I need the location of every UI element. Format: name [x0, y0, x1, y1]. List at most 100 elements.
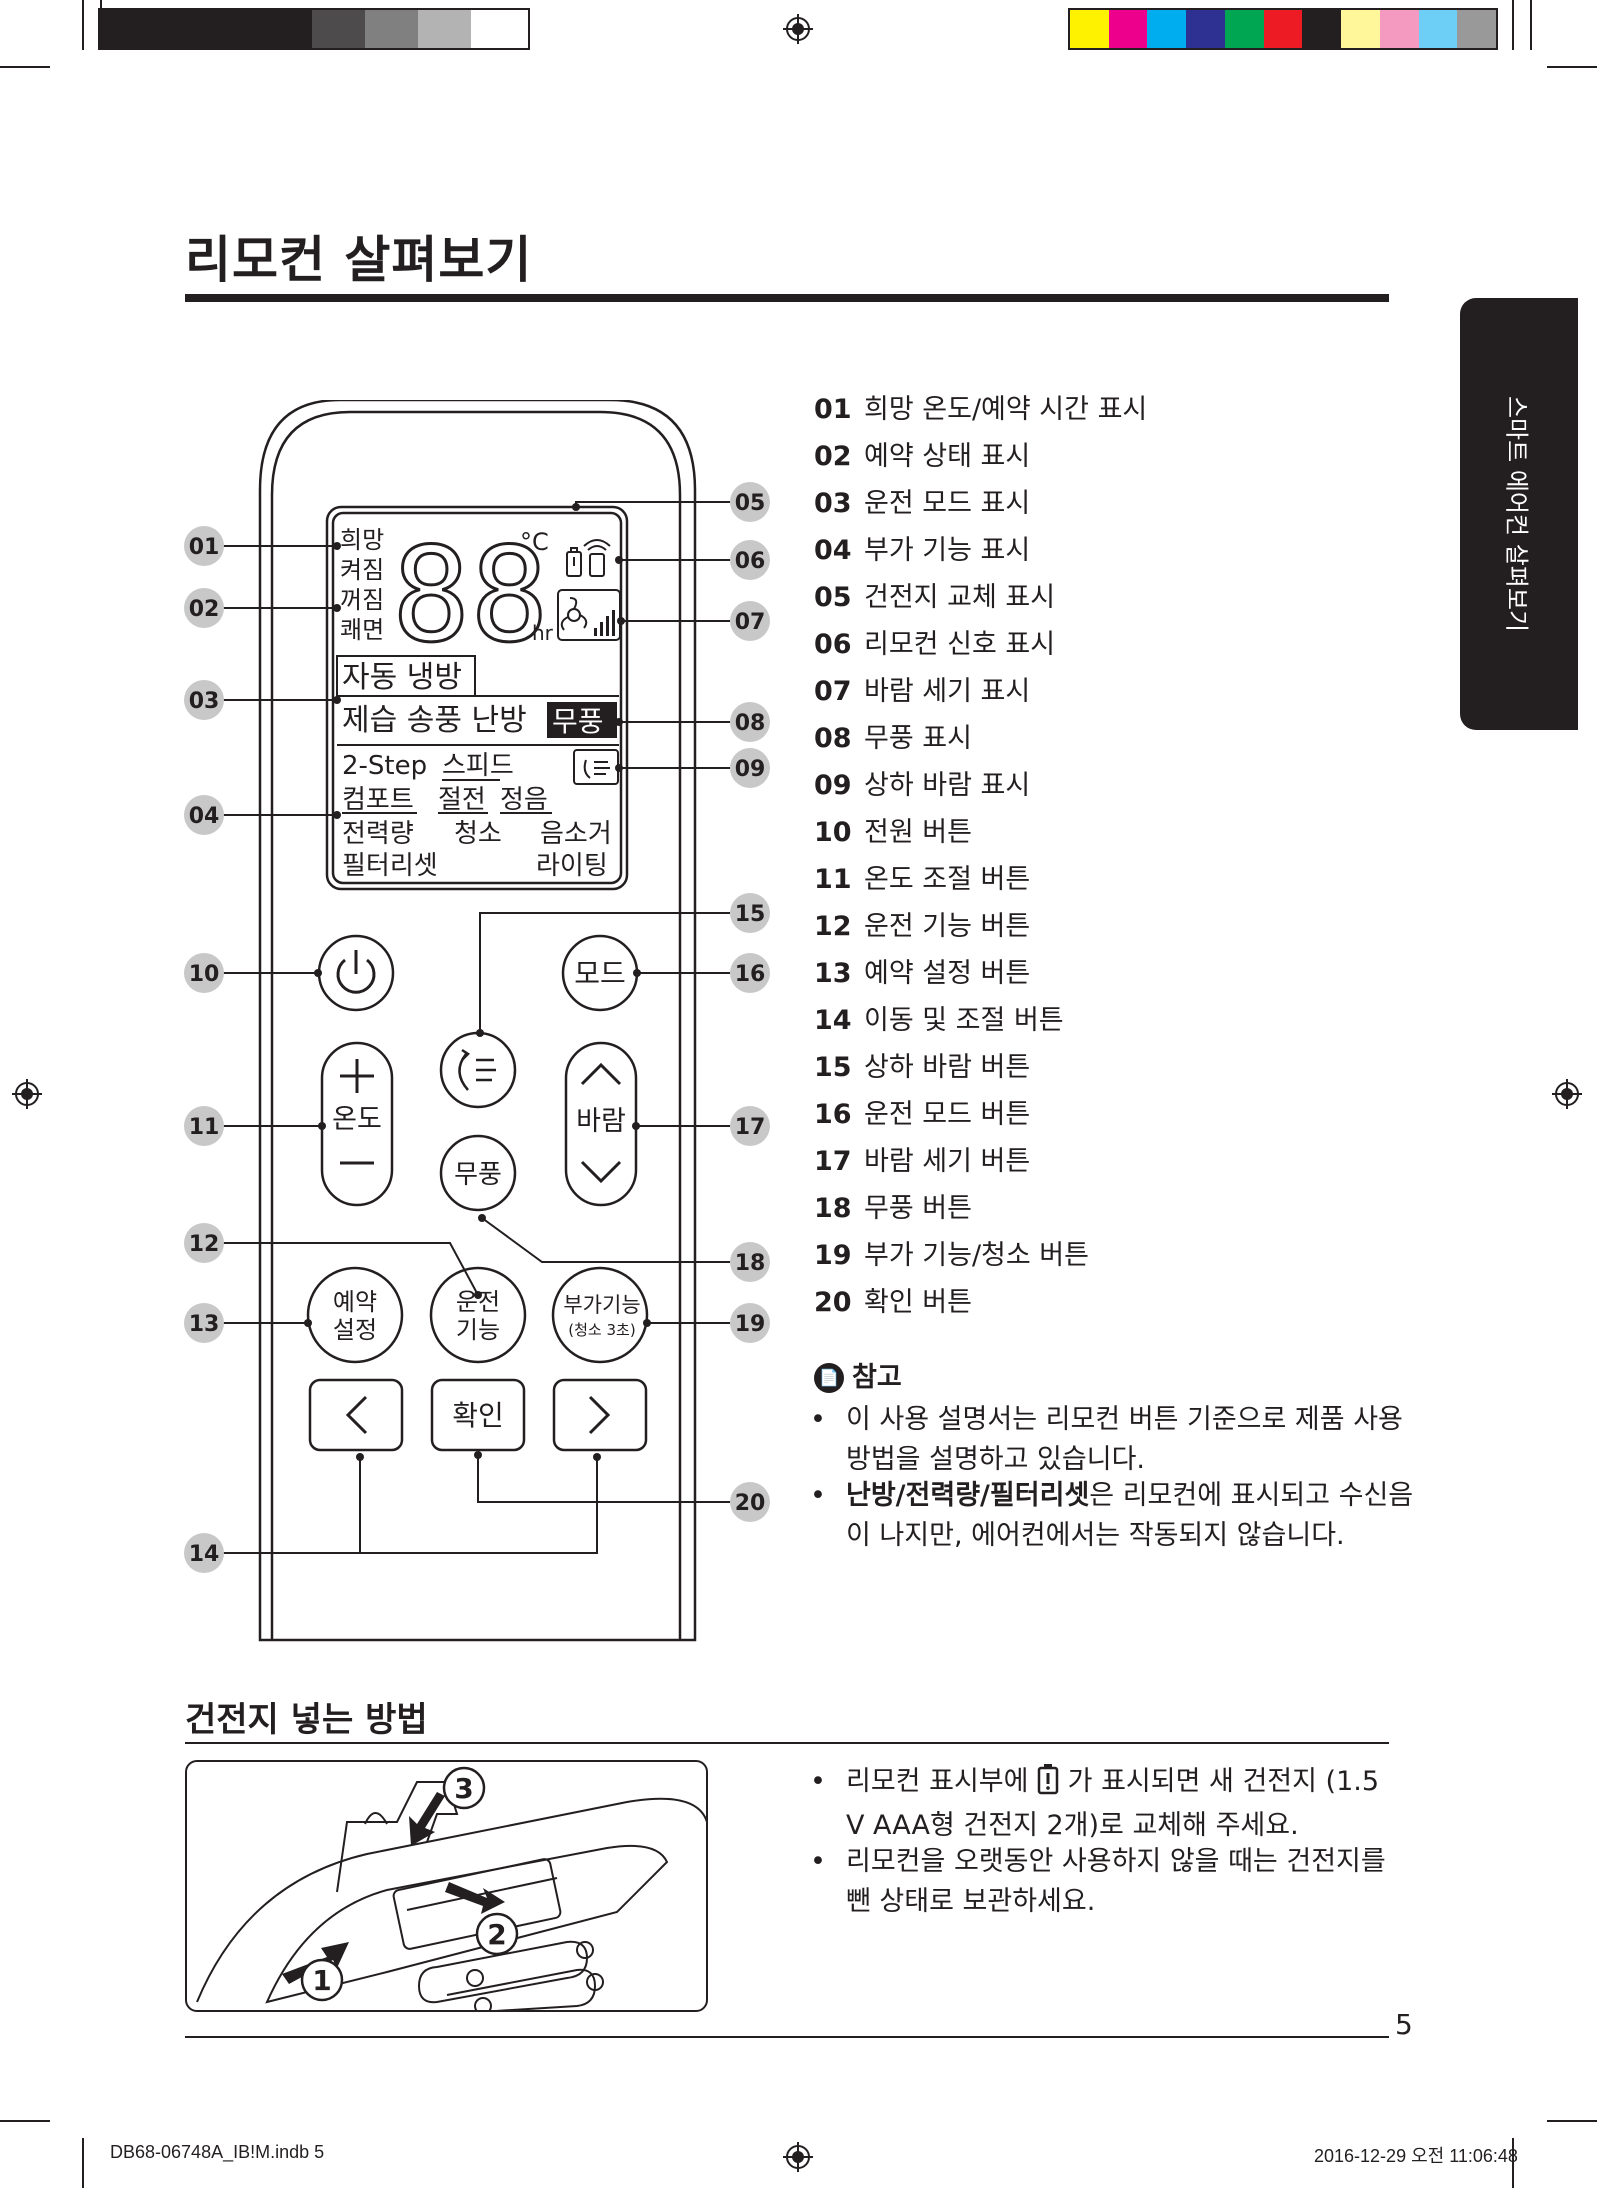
note-bullet-1: • 이 사용 설명서는 리모컨 버튼 기준으로 제품 사용 방법을 설명하고 있…	[810, 1400, 1426, 1480]
crop-mark	[1547, 2120, 1597, 2122]
color-swatch	[153, 10, 206, 48]
color-swatch	[259, 10, 312, 48]
function-button-line2[interactable]: 기능	[456, 1316, 500, 1344]
registration-mark-icon	[1552, 1079, 1582, 1109]
power-icon	[336, 950, 376, 994]
windfree-button-outline	[439, 1134, 517, 1212]
legend-text: 부가 기능 표시	[864, 535, 1031, 566]
extra-button-line2[interactable]: (청소 3초)	[568, 1321, 635, 1339]
legend-number: 04	[814, 535, 852, 566]
mode-row-auto-cool: 자동 냉방	[342, 660, 462, 695]
display-panel	[325, 505, 629, 891]
function-button-outline	[429, 1266, 527, 1364]
signal-indicator-icon	[583, 539, 611, 577]
callout-16: 16	[735, 962, 766, 987]
opt-2step: 2-Step	[342, 751, 427, 781]
legend-text: 부가 기능/청소 버튼	[864, 1240, 1089, 1271]
side-tab: 스마트 에어컨 살펴보기	[1460, 298, 1578, 730]
remote-control-diagram: 희망 켜짐 꺼짐 쾌면 88 °C hr 자동 냉방 제습 송풍 난방 무풍	[184, 400, 770, 1642]
battery-indicator-icon	[566, 547, 582, 577]
extra-button-outline	[551, 1266, 649, 1364]
callout-10: 10	[189, 962, 220, 987]
remote-body-outline	[258, 400, 697, 1642]
legend-number: 02	[814, 441, 852, 472]
status-hope: 희망	[340, 526, 384, 554]
battery-section-title: 건전지 넣는 방법	[185, 1700, 428, 1740]
extra-button-line1[interactable]: 부가기능	[563, 1293, 640, 1317]
crop-mark	[82, 2138, 84, 2188]
legend-text: 무풍 표시	[864, 723, 972, 754]
legend-number: 19	[814, 1240, 852, 1271]
bullet-icon: •	[810, 1766, 826, 1797]
legend-text: 상하 바람 버튼	[864, 1052, 1031, 1083]
registration-mark-icon	[12, 1079, 42, 1109]
bullet-icon: •	[810, 1846, 826, 1877]
legend-text: 운전 기능 버튼	[864, 911, 1031, 942]
legend-number: 15	[814, 1052, 852, 1083]
battery-bullet-2-text: 리모컨을 오랫동안 사용하지 않을 때는 건전지를 뺀 상태로 보관하세요.	[846, 1846, 1386, 1917]
note-bullet-1-text: 이 사용 설명서는 리모컨 버튼 기준으로 제품 사용 방법을 설명하고 있습니…	[846, 1404, 1403, 1475]
battery-bullet-2: • 리모컨을 오랫동안 사용하지 않을 때는 건전지를 뺀 상태로 보관하세요.	[810, 1842, 1406, 1922]
legend-number: 07	[814, 676, 852, 707]
legend-number: 13	[814, 958, 852, 989]
callout-13: 13	[189, 1312, 220, 1337]
reserve-button-line2[interactable]: 설정	[333, 1316, 377, 1344]
battery-insertion-drawing: 1 2 3	[196, 1766, 706, 2010]
callout-14: 14	[189, 1542, 220, 1567]
chevron-up-icon	[580, 1062, 622, 1086]
confirm-button[interactable]: 확인	[452, 1399, 504, 1432]
battery-rule	[185, 1742, 1389, 1744]
color-swatch	[1147, 10, 1187, 48]
color-swatch	[206, 10, 259, 48]
mode-button[interactable]: 모드	[574, 957, 626, 990]
legend-text: 운전 모드 버튼	[864, 1099, 1031, 1130]
footer-rule	[185, 2036, 1389, 2038]
note-bullet-2-text: 은 리모컨에 표시되고 수신음이 나지만, 에어컨에서는 작동되지 않습니다.	[846, 1480, 1414, 1551]
legend-text: 바람 세기 표시	[864, 676, 1031, 707]
color-swatch	[1418, 10, 1458, 48]
note-bullet-2-bold: 난방/전력량/필터리셋	[846, 1480, 1090, 1511]
color-swatch	[312, 10, 365, 48]
callout-15: 15	[735, 902, 766, 927]
note-heading-label: 참고	[852, 1362, 902, 1393]
callout-05: 05	[735, 491, 766, 516]
callout-07: 07	[735, 610, 766, 635]
footer-timestamp: 2016-12-29 오전 11:06:48	[1314, 2146, 1518, 2166]
legend-item: 04 부가 기능 표시	[814, 533, 1030, 569]
note-heading: 📄 참고	[814, 1360, 902, 1396]
callout-19: 19	[735, 1312, 766, 1337]
color-swatch	[100, 10, 153, 48]
color-swatch	[1341, 10, 1380, 48]
temp-button[interactable]: 온도	[332, 1104, 382, 1135]
mode-row-dry-fan-heat: 제습 송풍 난방	[342, 703, 527, 738]
status-off: 꺼짐	[340, 586, 384, 614]
legend-text: 바람 세기 버튼	[864, 1146, 1031, 1177]
reserve-button-line1[interactable]: 예약	[333, 1288, 377, 1316]
opt-power-usage: 전력량	[342, 819, 414, 849]
chevron-right-icon	[588, 1395, 611, 1435]
status-sleep: 쾌면	[340, 616, 384, 644]
note-icon: 📄	[814, 1363, 844, 1393]
callout-02: 02	[189, 597, 220, 622]
callout-20: 20	[735, 1491, 766, 1516]
wind-button[interactable]: 바람	[576, 1106, 626, 1137]
callout-11: 11	[189, 1115, 220, 1140]
callout-06: 06	[735, 549, 766, 574]
legend-number: 12	[814, 911, 852, 942]
legend-number: 06	[814, 629, 852, 660]
legend-text: 희망 온도/예약 시간 표시	[864, 394, 1148, 425]
color-swatch	[1263, 10, 1303, 48]
windfree-button[interactable]: 무풍	[454, 1160, 502, 1190]
bullet-icon: •	[810, 1404, 826, 1435]
opt-saving: 절전	[438, 785, 486, 815]
legend-text: 온도 조절 버튼	[864, 864, 1031, 895]
chevron-left-icon	[345, 1395, 368, 1435]
legend-item: 12 운전 기능 버튼	[814, 909, 1030, 945]
